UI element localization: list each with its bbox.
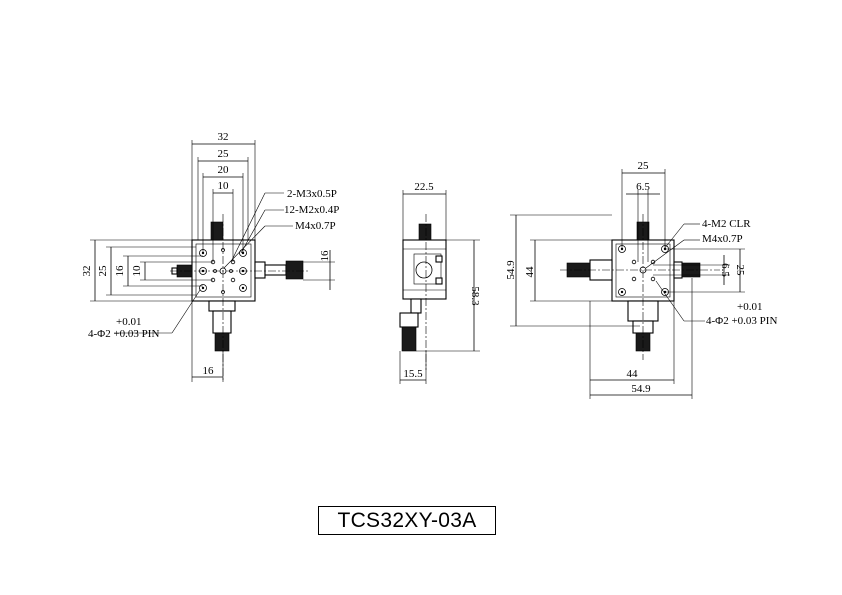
dim-right-width-44: 44	[627, 368, 639, 380]
side-top-knob	[418, 223, 432, 241]
model-title-box: TCS32XY-03A	[318, 506, 496, 535]
dim-side-15-5: 15.5	[403, 368, 423, 380]
dim-right-width-6-5: 6.5	[636, 181, 650, 193]
dim-right-height-25: 25	[734, 265, 746, 277]
note-m2-clr: 4-M2 CLR	[702, 218, 751, 230]
side-bottom-knob	[401, 326, 417, 352]
note-right-pin: 4-Φ2 +0.03 PIN	[706, 315, 777, 327]
right-micrometer-knob	[285, 260, 304, 280]
dim-right-width-25: 25	[638, 160, 650, 172]
dim-top-height-25: 25	[97, 265, 109, 277]
side-view: 22.5 58.3 15.5	[399, 181, 481, 384]
top-view-width-dims	[191, 140, 256, 262]
top-view: 32 25 20 10 32 25 16 10 16	[81, 131, 339, 382]
side-bore	[415, 261, 433, 279]
bottom-micrometer-knob	[214, 332, 230, 352]
dim-side-height-58-3: 58.3	[469, 286, 481, 306]
dim-top-width-25: 25	[218, 148, 230, 160]
right-micrometer-barrel	[254, 261, 266, 279]
dim-right-height-54-9: 54.9	[505, 260, 517, 280]
dim-side-width-22-5: 22.5	[414, 181, 434, 193]
note-right-m4-thread: M4x0.7P	[702, 233, 743, 245]
note-pin: 4-Φ2 +0.03 PIN	[88, 328, 159, 340]
dim-top-knob-16: 16	[319, 250, 331, 262]
dim-right-height-44: 44	[524, 266, 536, 278]
dim-top-width-10: 10	[218, 180, 230, 192]
dim-top-width-20: 20	[218, 164, 230, 176]
stage-table	[195, 243, 252, 298]
dim-right-width-54-9: 54.9	[631, 383, 651, 395]
dim-right-height-6-5: 6.5	[719, 263, 731, 277]
note-right-pin-tolerance: +0.01	[737, 301, 762, 313]
note-pin-tolerance: +0.01	[116, 316, 141, 328]
dim-top-height-10: 10	[131, 265, 143, 277]
note-m4-thread: M4x0.7P	[295, 220, 336, 232]
dim-top-bottom-16: 16	[203, 365, 215, 377]
bottom-micrometer-barrel	[212, 310, 232, 334]
dim-top-height-16: 16	[114, 265, 126, 277]
dim-top-height-32: 32	[81, 266, 93, 277]
note-m2-thread: 12-M2x0.4P	[284, 204, 339, 216]
side-micrometer	[399, 312, 419, 328]
dim-top-width-32: 32	[218, 131, 229, 143]
top-view-height-dims	[90, 239, 213, 302]
right-view: 25 6.5 54.9 44 6.5 25 44 54.9	[505, 160, 777, 399]
model-number: TCS32XY-03A	[337, 508, 477, 532]
note-m3-thread: 2-M3x0.5P	[287, 188, 337, 200]
